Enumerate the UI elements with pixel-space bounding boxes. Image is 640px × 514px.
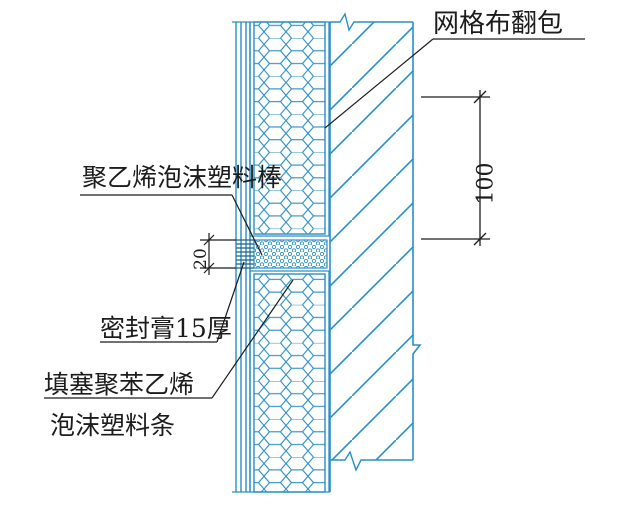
render-layer-lines <box>235 22 251 492</box>
insulation-lower <box>253 273 326 493</box>
leader-lines <box>44 38 585 399</box>
sealant-lines <box>236 239 254 269</box>
dimension-100-value: 100 <box>473 162 499 205</box>
label-sealant: 密封膏15厚 <box>100 314 232 343</box>
dimension-20 <box>200 233 236 275</box>
dimension-100 <box>421 90 490 246</box>
structural-wall <box>329 12 422 492</box>
label-mesh-wrap: 网格布翻包 <box>433 9 564 39</box>
mesh-wrap-lower <box>249 270 330 492</box>
label-foam-rod: 聚乙烯泡沫塑料棒 <box>82 163 283 192</box>
mesh-wrap-upper <box>249 22 330 237</box>
break-marks <box>232 21 330 493</box>
label-fill-strip-line1: 填塞聚苯乙烯 <box>44 370 195 399</box>
insulation-upper <box>253 21 326 235</box>
foam-rod <box>253 239 328 269</box>
dimension-20-value: 20 <box>191 248 211 270</box>
label-fill-strip-line2: 泡沫塑料条 <box>50 411 176 440</box>
